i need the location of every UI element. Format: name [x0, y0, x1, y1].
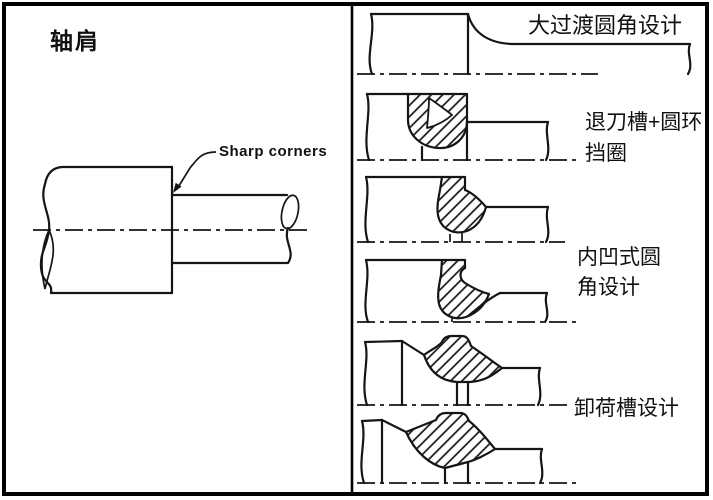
relief-groove-ring-drawing	[357, 92, 578, 162]
arrowhead-icon	[173, 182, 182, 193]
label-concave-fillet-line1: 内凹式圆	[577, 246, 661, 269]
unloading-groove-drawing-a	[357, 334, 570, 407]
hub-section	[437, 258, 491, 320]
sharp-corners-callout: Sharp corners	[219, 143, 328, 160]
label-relief-groove-line1: 退刀槽+圆环	[585, 111, 703, 134]
unloading-groove-drawing-b	[357, 411, 580, 485]
concave-fillet-drawing-b	[357, 258, 577, 324]
label-large-fillet: 大过渡圆角设计	[528, 13, 683, 38]
large-fillet-drawing	[357, 12, 692, 76]
label-relief-groove-line2: 挡圈	[585, 142, 627, 165]
hub-section	[404, 411, 497, 470]
ring-gap-notch	[426, 97, 453, 129]
concave-fillet-drawing-a	[357, 175, 565, 244]
hub-section	[422, 334, 504, 384]
callout-leader-line	[176, 151, 217, 190]
label-unloading-groove: 卸荷槽设计	[574, 397, 679, 420]
figure-title: 轴肩	[50, 28, 100, 54]
hub-section	[436, 175, 488, 234]
label-concave-fillet-line2: 角设计	[577, 276, 640, 299]
sharp-corner-shaft-drawing	[33, 151, 308, 295]
